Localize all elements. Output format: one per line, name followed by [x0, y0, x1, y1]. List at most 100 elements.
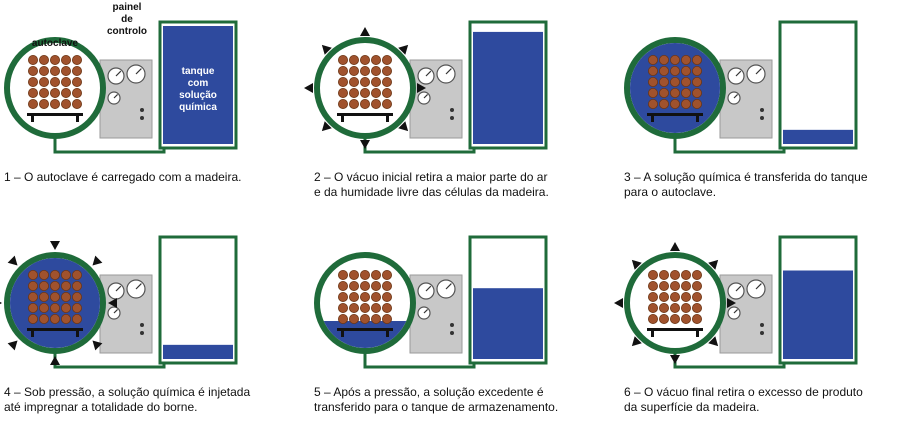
gauge-needle: [445, 68, 452, 75]
autoclave-vessel: [314, 37, 416, 139]
tank-label: tanque: [182, 66, 215, 77]
wood-log: [692, 270, 703, 281]
gauge-needle: [445, 283, 452, 290]
wood-log: [27, 66, 38, 77]
wood-log: [337, 314, 348, 325]
arrow-out-icon: [727, 298, 736, 308]
wood-log: [382, 55, 393, 66]
wood-log: [50, 55, 61, 66]
wood-log: [692, 292, 703, 303]
wood-log: [647, 314, 658, 325]
wood-log: [670, 314, 681, 325]
wood-log: [72, 303, 83, 314]
cart-leg: [31, 116, 34, 122]
wood-log: [50, 281, 61, 292]
caption-line: da superfície da madeira.: [624, 400, 760, 414]
wood-log: [39, 270, 50, 281]
control-panel-label: de: [121, 14, 133, 25]
tank-label: solução: [179, 90, 217, 101]
wood-log: [670, 55, 681, 66]
step-caption: 3 – A solução química é transferida do t…: [624, 170, 916, 200]
wood-log: [349, 292, 360, 303]
tank: [158, 235, 238, 365]
cart-leg: [31, 331, 34, 337]
wood-log: [72, 77, 83, 88]
wood-log: [681, 270, 692, 281]
wood-log: [659, 88, 670, 99]
caption-line: 3 – A solução química é transferida do t…: [624, 170, 868, 184]
wood-log: [39, 55, 50, 66]
gauge-needle: [115, 70, 122, 77]
cart-leg: [696, 331, 699, 337]
wood-log: [337, 292, 348, 303]
wood-log: [50, 77, 61, 88]
tank-liquid: [163, 26, 233, 144]
wood-log: [72, 281, 83, 292]
wood-log: [360, 292, 371, 303]
control-panel-label: painel: [113, 2, 142, 13]
wood-log: [670, 303, 681, 314]
wood-log: [681, 303, 692, 314]
indicator-dot: [760, 323, 764, 327]
wood-log: [27, 99, 38, 110]
wood-log: [371, 303, 382, 314]
arrow-out-icon: [321, 44, 332, 55]
wood-log: [681, 281, 692, 292]
wood-log: [681, 314, 692, 325]
wood-log: [681, 55, 692, 66]
tank-liquid: [163, 344, 233, 359]
step-panel-3: 3 – A solução química é transferida do t…: [620, 0, 920, 215]
step-panel-2: 2 – O vácuo inicial retira a maior parte…: [304, 0, 610, 215]
step-panel-4: 4 – Sob pressão, a solução química é inj…: [0, 215, 300, 430]
step-illustration: [314, 235, 548, 369]
step-caption: 1 – O autoclave é carregado com a madeir…: [4, 170, 296, 185]
wood-log: [72, 270, 83, 281]
tank-liquid: [783, 129, 853, 144]
wood-log: [72, 66, 83, 77]
caption-line: 2 – O vácuo inicial retira a maior parte…: [314, 170, 548, 184]
arrow-out-icon: [304, 83, 313, 93]
wood-log: [681, 99, 692, 110]
wood-log: [360, 303, 371, 314]
cart-rail: [337, 113, 393, 116]
wood-log: [349, 77, 360, 88]
wood-log: [61, 281, 72, 292]
wood-log: [371, 292, 382, 303]
indicator-dot: [450, 108, 454, 112]
gauge-needle: [735, 70, 742, 77]
wood-log: [72, 55, 83, 66]
indicator-dot: [760, 331, 764, 335]
wood-log: [337, 88, 348, 99]
wood-log: [670, 99, 681, 110]
gauge-needle: [425, 70, 432, 77]
wood-log: [360, 77, 371, 88]
wood-log: [670, 66, 681, 77]
arrow-out-icon: [360, 140, 370, 149]
wood-log: [27, 281, 38, 292]
wood-log: [61, 99, 72, 110]
wood-log: [337, 270, 348, 281]
wood-log: [50, 292, 61, 303]
wood-log: [647, 55, 658, 66]
tank-label: química: [179, 102, 217, 113]
indicator-dot: [140, 116, 144, 120]
cart-rail: [27, 328, 83, 331]
wood-log: [360, 270, 371, 281]
wood-log: [39, 77, 50, 88]
wood-log: [39, 292, 50, 303]
cart-leg: [696, 116, 699, 122]
arrow-in-icon: [7, 255, 18, 266]
indicator-dot: [450, 323, 454, 327]
wood-log: [382, 77, 393, 88]
wood-log: [337, 55, 348, 66]
wood-log: [681, 66, 692, 77]
wood-log: [360, 99, 371, 110]
gauge-needle: [113, 308, 119, 314]
wood-log: [27, 270, 38, 281]
wood-log: [39, 314, 50, 325]
arrow-out-icon: [708, 259, 719, 270]
wood-log: [371, 99, 382, 110]
wood-log: [50, 270, 61, 281]
arrow-in-icon: [108, 298, 117, 308]
cart-leg: [76, 116, 79, 122]
